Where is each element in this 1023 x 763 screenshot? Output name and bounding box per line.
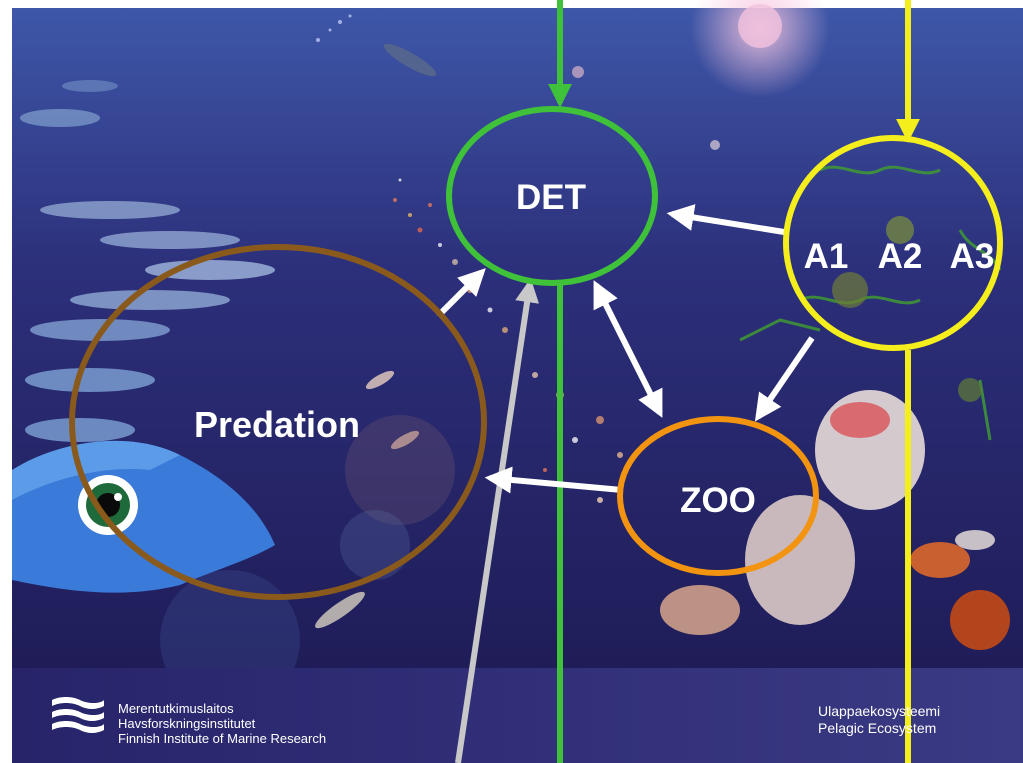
det-label: DET <box>516 178 586 217</box>
predation-label: Predation <box>194 404 360 445</box>
institute-name: Merentutkimuslaitos Havsforskningsinstit… <box>118 701 326 746</box>
institute-name-swedish: Havsforskningsinstitutet <box>118 716 326 731</box>
slide-subtitle: Ulappaekosysteemi Pelagic Ecosystem <box>818 703 940 737</box>
zoo-label: ZOO <box>680 481 756 520</box>
algae-label-a2: A2 <box>878 237 923 276</box>
subtitle-english: Pelagic Ecosystem <box>818 720 940 737</box>
lens-flare-decoration <box>345 415 455 525</box>
algae-label-a3: A3 <box>950 237 995 276</box>
institute-name-english: Finnish Institute of Marine Research <box>118 731 326 746</box>
institute-name-finnish: Merentutkimuslaitos <box>118 701 326 716</box>
algae-label-a1: A1 <box>804 237 849 276</box>
subtitle-finnish: Ulappaekosysteemi <box>818 703 940 720</box>
